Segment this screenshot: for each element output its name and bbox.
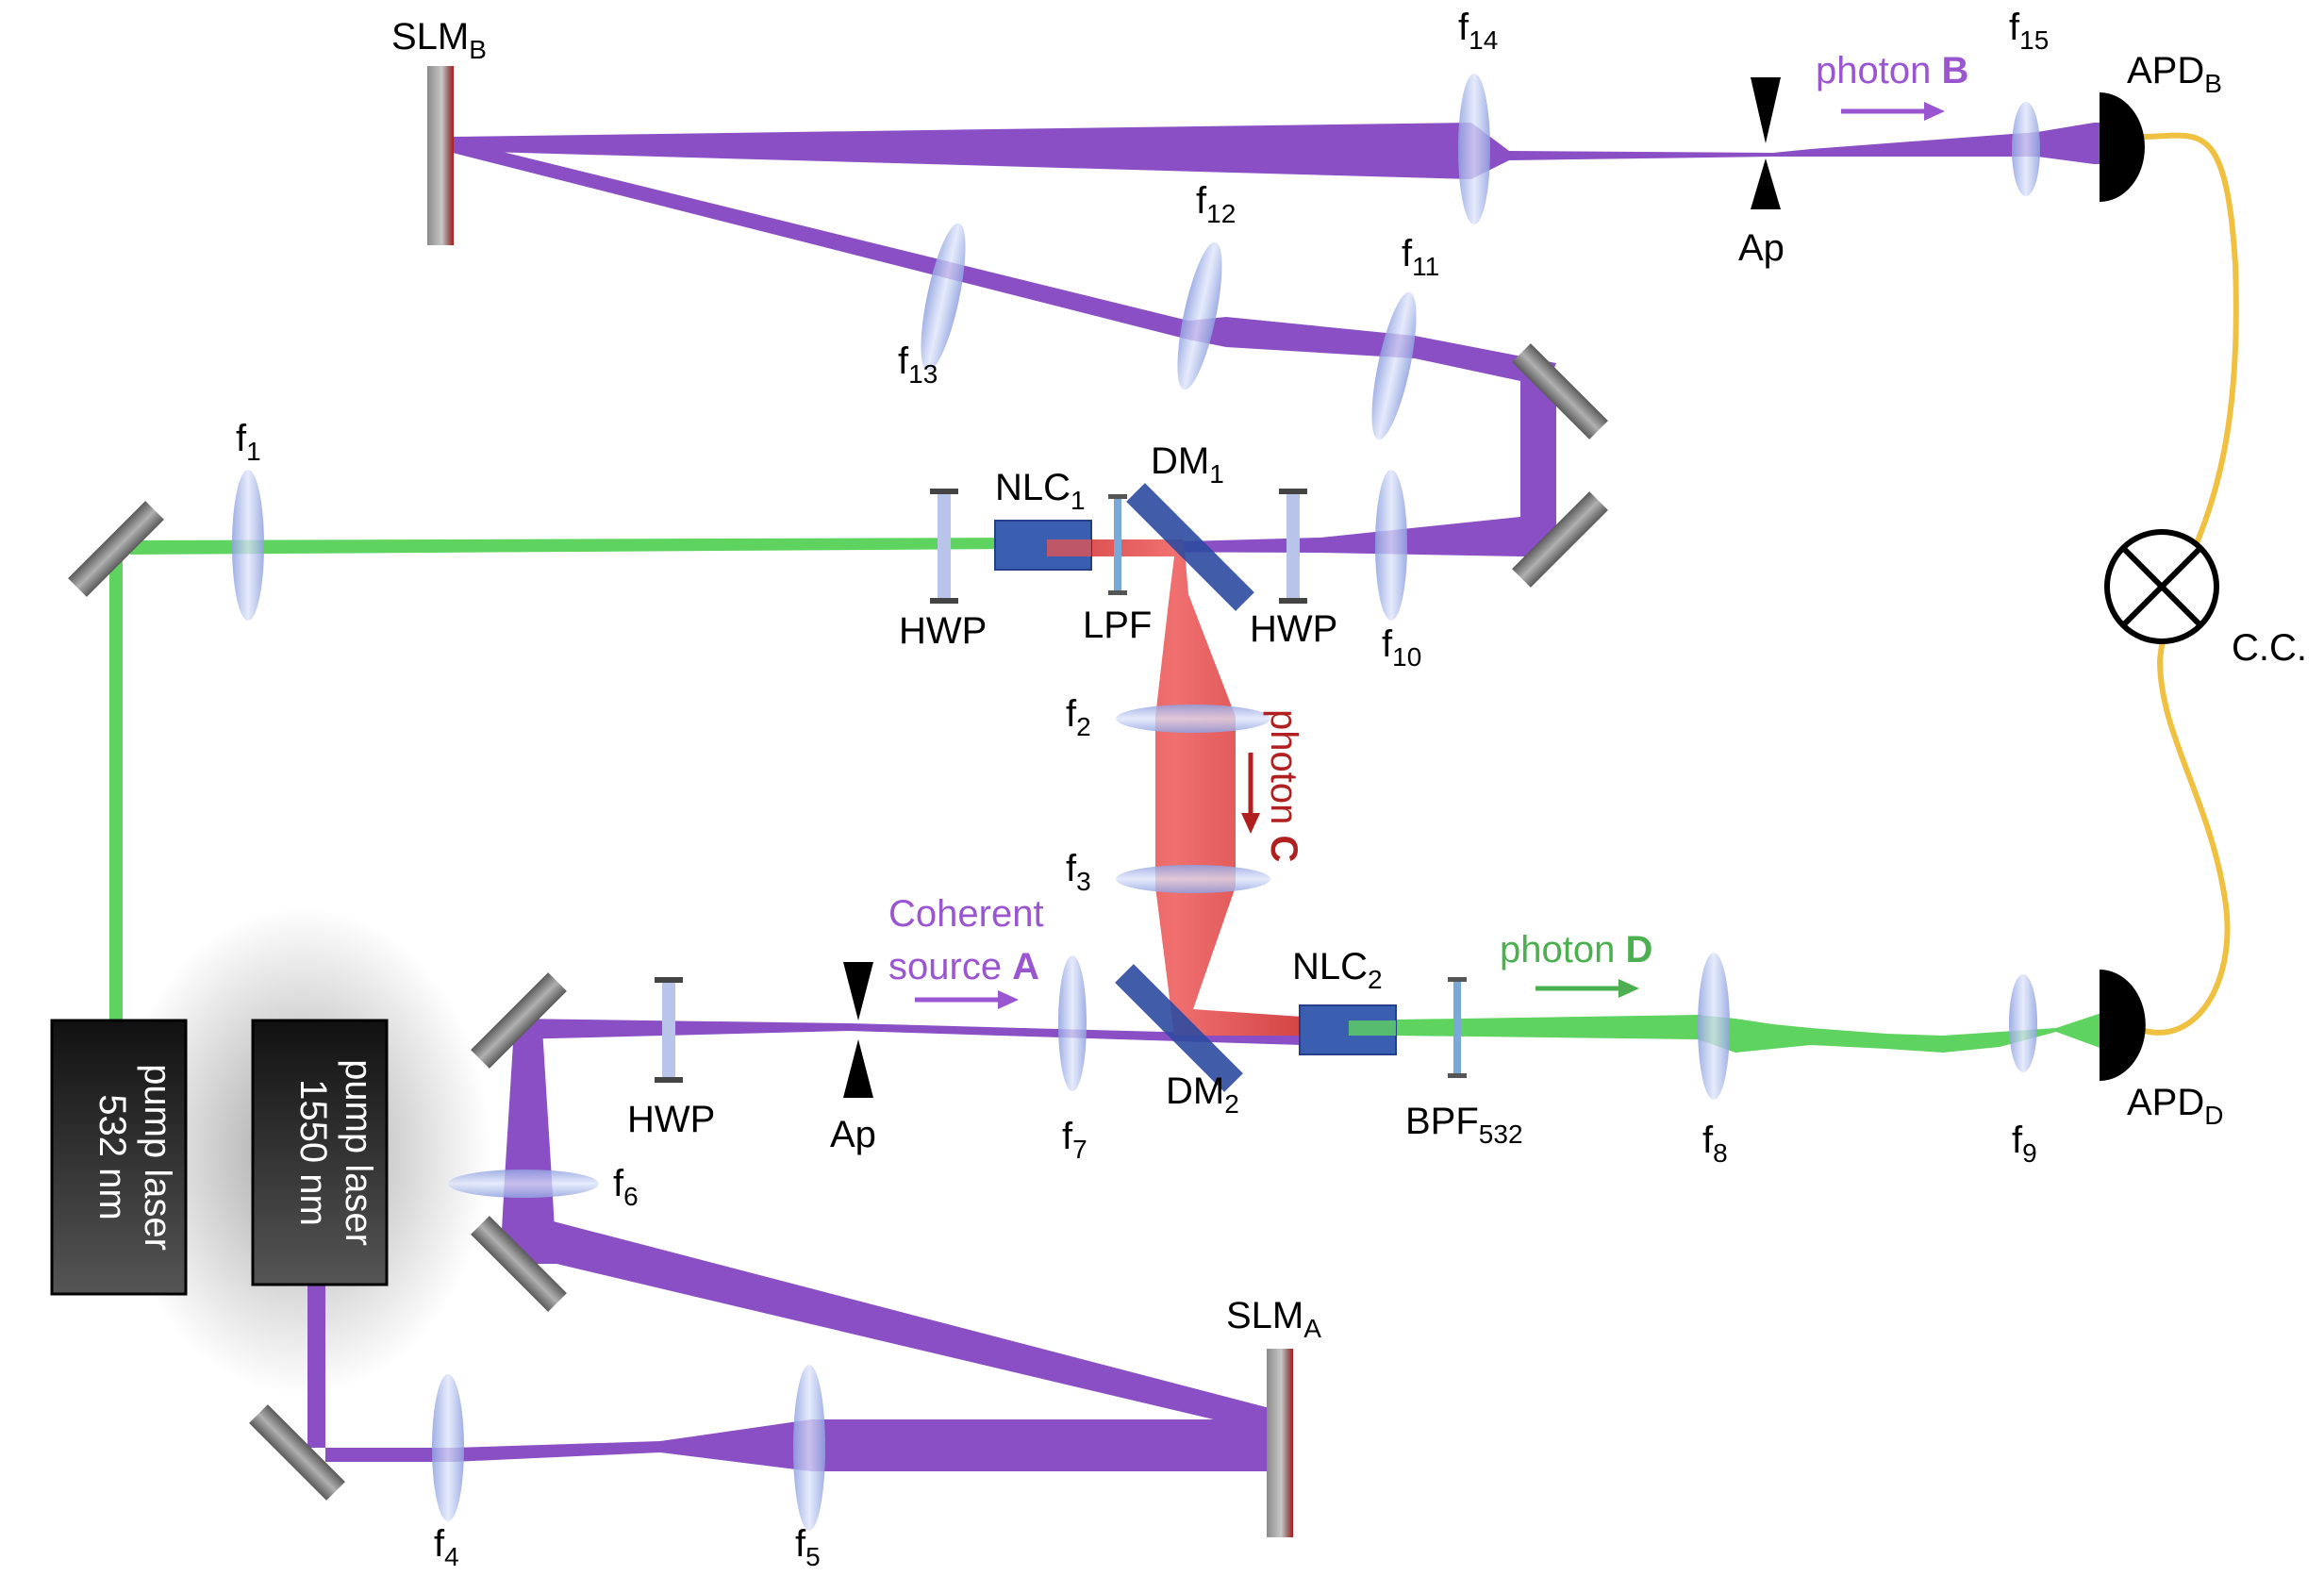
slm-icon (1267, 1349, 1293, 1537)
slm-b-label: SLMB (391, 16, 487, 64)
detector-icon (2100, 92, 2145, 202)
slm-a-label: SLMA (1226, 1295, 1321, 1343)
lens-icon (232, 470, 264, 621)
crystal-icon (994, 520, 1092, 571)
purple-beam-riser-a (500, 1028, 556, 1264)
aperture-icon (843, 962, 873, 1098)
detector-icon (2100, 970, 2146, 1081)
hwp-label: HWP (899, 610, 987, 652)
apd-b-label: APDB (2127, 50, 2222, 98)
coherent-source-a-line1: Coherent (888, 893, 1044, 935)
dm1-label: DM1 (1151, 440, 1224, 489)
waveplate-icon (930, 489, 958, 604)
lens-icon (921, 223, 966, 372)
lens-icon (1458, 74, 1490, 224)
coincidence-counter-icon (2104, 529, 2219, 644)
photon-b-arrow (1841, 102, 1945, 121)
purple-beam-diagonal-a (528, 1215, 1273, 1434)
purple-beam-b-diagonal (453, 140, 1556, 387)
filter-icon (1108, 494, 1127, 595)
lens-icon (1371, 291, 1417, 440)
dichroic-mirror-icon (1115, 964, 1243, 1092)
slm-icon (427, 66, 454, 245)
lens-icon (1116, 705, 1270, 733)
lens-label-f5: f5 (795, 1523, 821, 1571)
purple-beam-1550 (307, 1283, 1273, 1471)
lens-label-f15: f15 (2009, 7, 2049, 55)
hwp-label: HWP (1250, 608, 1337, 650)
crystal-icon (1299, 1004, 1397, 1055)
lens-icon (1177, 241, 1222, 390)
laser-532-line2: pump laser (137, 1064, 178, 1251)
lens-icon (2012, 102, 2040, 196)
lens-label-f9: f9 (2012, 1120, 2037, 1168)
lens-icon (1058, 955, 1087, 1091)
lpf-label: LPF (1083, 605, 1152, 646)
aperture-label: Ap (830, 1114, 876, 1155)
photon-c-label: photon C (1263, 709, 1304, 862)
laser-1550: 1550 nm pump laser (251, 1019, 389, 1286)
mirror-icon (249, 1404, 345, 1501)
waveplate-icon (1279, 489, 1307, 604)
waveplate-icon (655, 977, 683, 1083)
mirror-icon (68, 501, 164, 597)
purple-beam-b-riser (1520, 377, 1556, 539)
photon-d-label: photon D (1500, 929, 1652, 970)
nlc2-label: NLC2 (1292, 946, 1383, 994)
lens-icon (1116, 865, 1270, 893)
photon-b-label: photon B (1816, 50, 1968, 91)
lens-label-f3: f3 (1066, 848, 1091, 896)
source-a-arrow (915, 990, 1019, 1009)
lens-icon (432, 1374, 464, 1521)
purple-beam-b-top (453, 123, 2113, 179)
laser-532: 532 nm pump laser (50, 1019, 188, 1296)
laser-1550-line2: pump laser (338, 1059, 379, 1246)
dm2-label: DM2 (1166, 1070, 1239, 1119)
green-beam-vertical (109, 540, 130, 1020)
lens-icon (1698, 953, 1730, 1100)
mirror-icon (1512, 491, 1608, 588)
lens-label-f14: f14 (1458, 7, 1498, 55)
lens-label-f12: f12 (1196, 180, 1236, 228)
aperture-icon (1751, 77, 1781, 209)
lens-icon (793, 1365, 825, 1531)
lens-icon (448, 1170, 599, 1198)
apd-d-label: APDD (2127, 1082, 2223, 1130)
hwp-label: HWP (627, 1099, 715, 1140)
red-beam-photon-c (1047, 539, 1302, 1036)
coherent-source-a-line2: source A (888, 946, 1039, 987)
mirror-icon (471, 972, 567, 1069)
purple-beam-source-a (514, 1019, 1302, 1045)
lens-label-f6: f6 (613, 1163, 639, 1211)
lens-icon (2009, 974, 2037, 1072)
lens-label-f11: f11 (1402, 233, 1439, 281)
lens-label-f4: f4 (434, 1523, 459, 1571)
dichroic-mirror-icon (1126, 483, 1254, 611)
nlc1-label: NLC1 (995, 467, 1086, 515)
laser-1550-line1: 1550 nm (292, 1079, 334, 1226)
laser-532-line1: 532 nm (91, 1094, 133, 1219)
green-beam-photon-d (1396, 1009, 2113, 1053)
mirror-icon (1512, 343, 1608, 440)
aperture-label: Ap (1738, 227, 1784, 269)
photon-c-arrow (1241, 753, 1260, 834)
filter-icon (1448, 977, 1467, 1078)
lens-icon (1375, 470, 1407, 621)
lens-label-f7: f7 (1062, 1116, 1087, 1164)
lens-label-f8: f8 (1702, 1120, 1728, 1168)
photon-d-arrow (1536, 979, 1639, 998)
coincidence-counter-label: C.C. (2232, 627, 2307, 669)
green-beam-pump (130, 538, 1019, 555)
bpf-label: BPF532 (1405, 1101, 1523, 1149)
lens-label-f13: f13 (898, 340, 938, 389)
lens-label-f10: f10 (1382, 623, 1421, 672)
mirror-icon (471, 1216, 567, 1312)
lens-label-f2: f2 (1066, 693, 1091, 741)
lens-label-f1: f1 (236, 418, 261, 466)
